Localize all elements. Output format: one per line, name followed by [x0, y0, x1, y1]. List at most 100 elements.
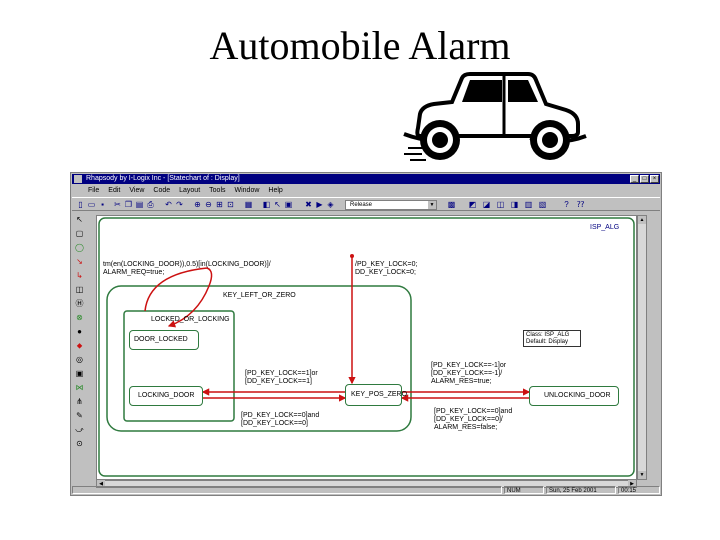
make-icon[interactable]: ▩: [447, 200, 456, 209]
run-icon[interactable]: ▶: [316, 200, 323, 209]
slide-title: Automobile Alarm: [209, 23, 511, 68]
browser-icon[interactable]: ▦: [244, 200, 253, 209]
scroll-down-icon[interactable]: ▼: [638, 471, 646, 479]
transition-label-from-unlocking-door[interactable]: [PD_KEY_LOCK==0]and [DD_KEY_LOCK==0]/ AL…: [434, 408, 513, 431]
sequence-icon[interactable]: ▥: [524, 200, 533, 209]
transition-label-to-key-pos-zero[interactable]: [PD_KEY_LOCK==1]or [DD_KEY_LOCK==1]: [245, 370, 318, 385]
close-button[interactable]: ×: [650, 175, 659, 183]
vintage-car-icon: [403, 72, 587, 161]
transition-label-to-locking-door[interactable]: [PD_KEY_LOCK==0]and [DD_KEY_LOCK==0]: [241, 412, 320, 427]
maximize-button[interactable]: □: [640, 175, 649, 183]
app-icon[interactable]: [74, 175, 82, 183]
fork-icon[interactable]: ⋔: [76, 397, 83, 406]
dependency-icon[interactable]: ⤻: [75, 425, 84, 434]
zoom-area-icon[interactable]: ⊡: [227, 200, 234, 209]
menubar: File Edit View Code Layout Tools Window …: [72, 185, 660, 196]
new-file-icon[interactable]: ▯: [78, 200, 83, 209]
zoom-in-icon[interactable]: ⊕: [194, 200, 201, 209]
horizontal-scrollbar[interactable]: ◀ ▶: [96, 480, 637, 488]
class-icon[interactable]: ◫: [496, 200, 505, 209]
timeout-transition-label[interactable]: tm(en(LOCKING_DOOR)),0.5)[in(LOCKING_DOO…: [103, 261, 271, 276]
history-icon[interactable]: Ⓗ: [75, 299, 84, 308]
menu-view[interactable]: View: [129, 187, 145, 194]
zoom-out-icon[interactable]: ⊖: [205, 200, 212, 209]
chevron-down-icon[interactable]: ▼: [428, 201, 436, 209]
transition-label-to-unlocking-door[interactable]: [PD_KEY_LOCK==-1]or [DD_KEY_LOCK==-1]/ A…: [431, 362, 507, 385]
menu-window[interactable]: Window: [234, 187, 260, 194]
state-key-pos-zero[interactable]: KEY_POS_ZERO: [345, 384, 407, 406]
toolbar: ▯ ▭ ▪ ✂ ❐ ▤ ⎙ ↶ ↷ ⊕ ⊖ ⊞ ⊡ ▦ ◧ ↖ ▣ ✖ ▶ ◈ …: [72, 197, 660, 211]
generate-icon[interactable]: ▣: [284, 200, 293, 209]
cut-icon[interactable]: ✂: [114, 200, 121, 209]
zoom-fit-icon[interactable]: ⊞: [216, 200, 223, 209]
redo-icon[interactable]: ↷: [176, 200, 183, 209]
status-date: Sun, 25 Feb 2001: [546, 486, 616, 494]
statechart-icon[interactable]: ▧: [538, 200, 547, 209]
print-icon[interactable]: ⎙: [147, 200, 154, 209]
state-door-locked[interactable]: DOOR_LOCKED: [129, 330, 199, 350]
stub-icon[interactable]: ▣: [75, 369, 84, 378]
undo-icon[interactable]: ↶: [165, 200, 172, 209]
state-unlocking-door[interactable]: UNLOCKING_DOOR: [529, 386, 619, 406]
scroll-left-icon[interactable]: ◀: [97, 480, 105, 487]
or-state-icon[interactable]: ◯: [75, 243, 84, 252]
vertical-scrollbar[interactable]: ▲ ▼: [637, 215, 647, 480]
rhapsody-window: Rhapsody by I-Logix Inc - [Statechart of…: [70, 172, 662, 496]
default-transition-icon[interactable]: ↳: [76, 271, 83, 280]
window-titlebar[interactable]: Rhapsody by I-Logix Inc - [Statechart of…: [72, 174, 660, 184]
menu-layout[interactable]: Layout: [179, 187, 201, 194]
state-label-unlocking-door: UNLOCKING_DOOR: [544, 392, 611, 399]
window-title: Rhapsody by I-Logix Inc - [Statechart of…: [86, 175, 240, 182]
menu-edit[interactable]: Edit: [108, 187, 121, 194]
menu-help[interactable]: Help: [268, 187, 283, 194]
save-icon[interactable]: ▪: [101, 200, 104, 209]
scroll-up-icon[interactable]: ▲: [638, 216, 646, 224]
menu-file[interactable]: File: [88, 187, 100, 194]
menu-tools[interactable]: Tools: [209, 187, 226, 194]
transition-tool-icon[interactable]: ↘: [76, 257, 83, 266]
status-time: 00:15: [618, 486, 660, 494]
condition-connector-icon[interactable]: ●: [77, 327, 82, 336]
copy-icon[interactable]: ❐: [124, 200, 133, 209]
configuration-select[interactable]: Release ▼: [345, 200, 437, 210]
minimize-button[interactable]: _: [630, 175, 639, 183]
state-label-locked-or-locking[interactable]: LOCKED_OR_LOCKING: [151, 316, 230, 323]
animate-icon[interactable]: ◈: [327, 200, 334, 209]
state-label-door-locked: DOOR_LOCKED: [134, 336, 188, 343]
diagram-connector-icon[interactable]: ◎: [76, 355, 83, 364]
junction-icon[interactable]: ⬥: [76, 341, 83, 350]
object-icon[interactable]: ◪: [482, 200, 491, 209]
state-locking-door[interactable]: LOCKING_DOOR: [129, 386, 203, 406]
diagram-icon[interactable]: ◨: [510, 200, 519, 209]
status-num: NUM: [504, 486, 544, 494]
default-transition-label[interactable]: /PD_KEY_LOCK=0; DD_KEY_LOCK=0;: [355, 261, 418, 276]
stop-icon[interactable]: ✖: [305, 200, 312, 209]
class-note[interactable]: Class: ISP_ALG Default: Display: [523, 330, 581, 347]
termination-icon[interactable]: ⊗: [76, 313, 83, 322]
whats-this-icon[interactable]: ⁇: [576, 200, 585, 209]
locate-icon[interactable]: ◧: [262, 200, 271, 209]
scroll-right-icon[interactable]: ▶: [628, 480, 636, 487]
anchor-icon[interactable]: ⊙: [76, 439, 83, 448]
state-label-isp-alg[interactable]: ISP_ALG: [590, 224, 620, 231]
state-label-key-pos-zero: KEY_POS_ZERO: [351, 391, 408, 398]
and-line-icon[interactable]: ◫: [75, 285, 84, 294]
statechart-connectors: [98, 217, 635, 477]
menu-code[interactable]: Code: [153, 187, 171, 194]
configuration-value: Release: [350, 202, 373, 208]
status-message: [72, 486, 502, 494]
drawing-toolbar: ↖ ▢ ◯ ↘ ↳ ◫ Ⓗ ⊗ ● ⬥ ◎ ▣ ⋈ ⋔ ✎ ⤻ ⊙: [72, 213, 88, 483]
select-icon[interactable]: ↖: [76, 215, 83, 224]
open-folder-icon[interactable]: ▭: [87, 200, 96, 209]
statechart-canvas[interactable]: ISP_ALG tm(en(LOCKING_DOOR)),0.5)[in(LOC…: [96, 215, 637, 480]
join-icon[interactable]: ⋈: [75, 383, 84, 392]
paste-icon[interactable]: ▤: [135, 200, 144, 209]
component-icon[interactable]: ◩: [468, 200, 477, 209]
state-label-key-left-or-zero[interactable]: KEY_LEFT_OR_ZERO: [223, 292, 296, 299]
statusbar: NUM Sun, 25 Feb 2001 00:15: [72, 486, 660, 494]
help-icon[interactable]: ?: [564, 200, 569, 209]
state-tool-icon[interactable]: ▢: [75, 229, 84, 238]
pointer-icon[interactable]: ↖: [274, 200, 281, 209]
state-label-locking-door: LOCKING_DOOR: [138, 392, 195, 399]
note-tool-icon[interactable]: ✎: [76, 411, 83, 420]
